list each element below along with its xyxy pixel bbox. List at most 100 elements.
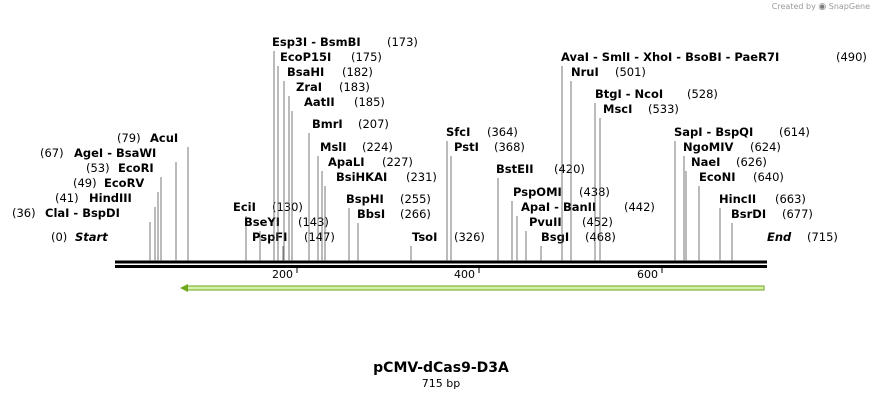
enzyme-name: EciI [233,200,256,214]
enzyme-name: PvuII [529,215,562,229]
enzyme-site[interactable]: BseYI (143) [244,215,329,261]
enzyme-site[interactable]: TsoI (326) [410,230,485,261]
end-label: End [767,230,792,244]
enzyme-name: PstI [454,140,479,154]
enzyme-name: BtgI - NcoI [595,87,663,101]
credit-prefix: Created by [771,2,816,11]
feature-arrow[interactable] [180,284,765,292]
enzyme-name: EcoP15I [280,50,331,64]
scale-label-200: 200 [272,268,293,281]
enzyme-site[interactable]: SapI - BspQI(614) [674,125,810,261]
enzyme-site[interactable]: PstI(368) [450,140,525,261]
enzyme-site[interactable]: EciI (130) [233,200,303,261]
enzyme-site[interactable]: AvaI - SmlI - XhoI - BsoBI - PaeR7I (490) [561,50,867,261]
enzyme-position: (49) [73,176,97,190]
enzyme-name: NruI [571,65,599,79]
enzyme-site[interactable]: PspOMI(438) [511,185,610,261]
enzyme-site[interactable]: EcoRV (49) [73,176,159,261]
enzyme-name: AvaI - SmlI - XhoI - BsoBI - PaeR7I [561,50,779,64]
enzyme-position: (533) [648,102,679,116]
enzyme-position: (640) [753,170,784,184]
enzyme-position: (663) [775,192,806,206]
enzyme-name: ClaI - BspDI [45,206,120,220]
enzyme-position: (266) [400,207,431,221]
enzyme-site[interactable]: AatII (185) [291,95,385,261]
enzyme-name: TsoI [412,230,437,244]
enzyme-site[interactable]: EcoRI(53) [86,161,162,261]
enzyme-name: BsiHKAI [336,170,387,184]
enzyme-site[interactable]: Esp3I - BsmBI(173) [272,35,418,261]
enzyme-name: BseYI [244,215,280,229]
enzyme-position: (528) [687,87,718,101]
enzyme-site[interactable]: ApaLI(227) [321,155,413,261]
enzyme-position: (143) [298,215,329,229]
plasmid-length: 715 bp [421,377,461,390]
enzyme-position: (326) [454,230,485,244]
scale-label-600: 600 [637,268,658,281]
enzyme-site[interactable]: HincII(663) [719,192,806,261]
enzyme-name: AatII [304,95,335,109]
enzyme-site[interactable]: NruI(501) [570,65,646,261]
enzyme-position: (442) [624,200,655,214]
enzyme-position: (183) [339,80,370,94]
enzyme-site[interactable]: PvuII(452) [525,215,613,261]
enzyme-site[interactable]: AgeI - BsaWI (67) [40,146,177,261]
enzyme-position: (53) [86,161,110,175]
start-position: (0) [51,230,67,244]
enzyme-name: BsaHI [287,65,324,79]
enzyme-site[interactable]: MscI(533) [599,102,679,261]
enzyme-site[interactable]: ZraI (183) [288,80,370,261]
enzyme-site[interactable]: BsiHKAI(231) [324,170,437,261]
enzyme-site[interactable]: BsaHI (182) [283,65,373,261]
enzyme-site[interactable]: MslI(224) [317,140,393,261]
enzyme-site[interactable]: NgoMIV(624) [683,140,781,261]
end-position: (715) [807,230,838,244]
enzyme-name: BsgI [541,230,569,244]
enzyme-name: ZraI [296,80,322,94]
enzyme-name: BstEII [496,162,534,176]
enzyme-site[interactable]: BsrDI(677) [731,207,813,261]
plasmid-name: pCMV-dCas9-D3A [373,360,509,376]
enzyme-site[interactable]: AcuI(79) [117,131,189,261]
enzyme-name: EcoRV [104,176,144,190]
enzyme-position: (490) [836,50,867,64]
enzyme-position: (130) [272,200,303,214]
enzyme-position: (420) [554,162,585,176]
enzyme-name: SfcI [446,125,470,139]
enzyme-position: (147) [304,230,335,244]
enzyme-name: BspHI [346,192,384,206]
enzyme-position: (677) [782,207,813,221]
enzyme-position: (182) [342,65,373,79]
start-label: Start [75,230,108,244]
enzyme-position: (468) [585,230,616,244]
enzyme-site[interactable]: BbsI(266) [357,207,431,261]
enzyme-site[interactable]: BsgI (468) [540,230,616,261]
enzyme-site[interactable]: ClaI - BspDI(36) [12,206,151,261]
enzyme-name: PspFI [252,230,287,244]
enzyme-position: (175) [351,50,382,64]
enzyme-position: (41) [55,191,79,205]
enzyme-site[interactable]: BtgI - NcoI (528) [594,87,718,261]
enzyme-position: (185) [354,95,385,109]
enzyme-position: (364) [487,125,518,139]
enzyme-position: (67) [40,146,64,160]
enzyme-position: (624) [750,140,781,154]
enzyme-site[interactable]: BmrI(207) [308,117,389,261]
enzyme-site[interactable]: SfcI (364) [446,125,518,261]
snapgene-credit: Created by ◉ SnapGene [772,2,870,12]
scale-label-400: 400 [454,268,475,281]
snapgene-logo-icon: ◉ [818,2,827,12]
enzyme-name: AgeI - BsaWI [74,146,156,160]
enzyme-position: (173) [387,35,418,49]
enzyme-site[interactable]: NaeI(626) [685,155,767,261]
enzyme-sites: ClaI - BspDI(36)HindIII(41)EcoRV (49)EcoR… [12,35,867,261]
enzyme-position: (626) [736,155,767,169]
enzyme-site[interactable]: BspHI(255) [346,192,431,261]
enzyme-site[interactable]: PspFI (147) [252,230,335,261]
enzyme-site[interactable]: HindIII(41) [55,191,156,261]
enzyme-site[interactable]: ApaI - BanII(442) [516,200,655,261]
enzyme-site[interactable]: EcoNI(640) [698,170,784,261]
arrow-head-icon [180,284,188,292]
credit-brand: SnapGene [828,2,870,11]
enzyme-site[interactable]: EcoP15I (175) [277,50,382,261]
